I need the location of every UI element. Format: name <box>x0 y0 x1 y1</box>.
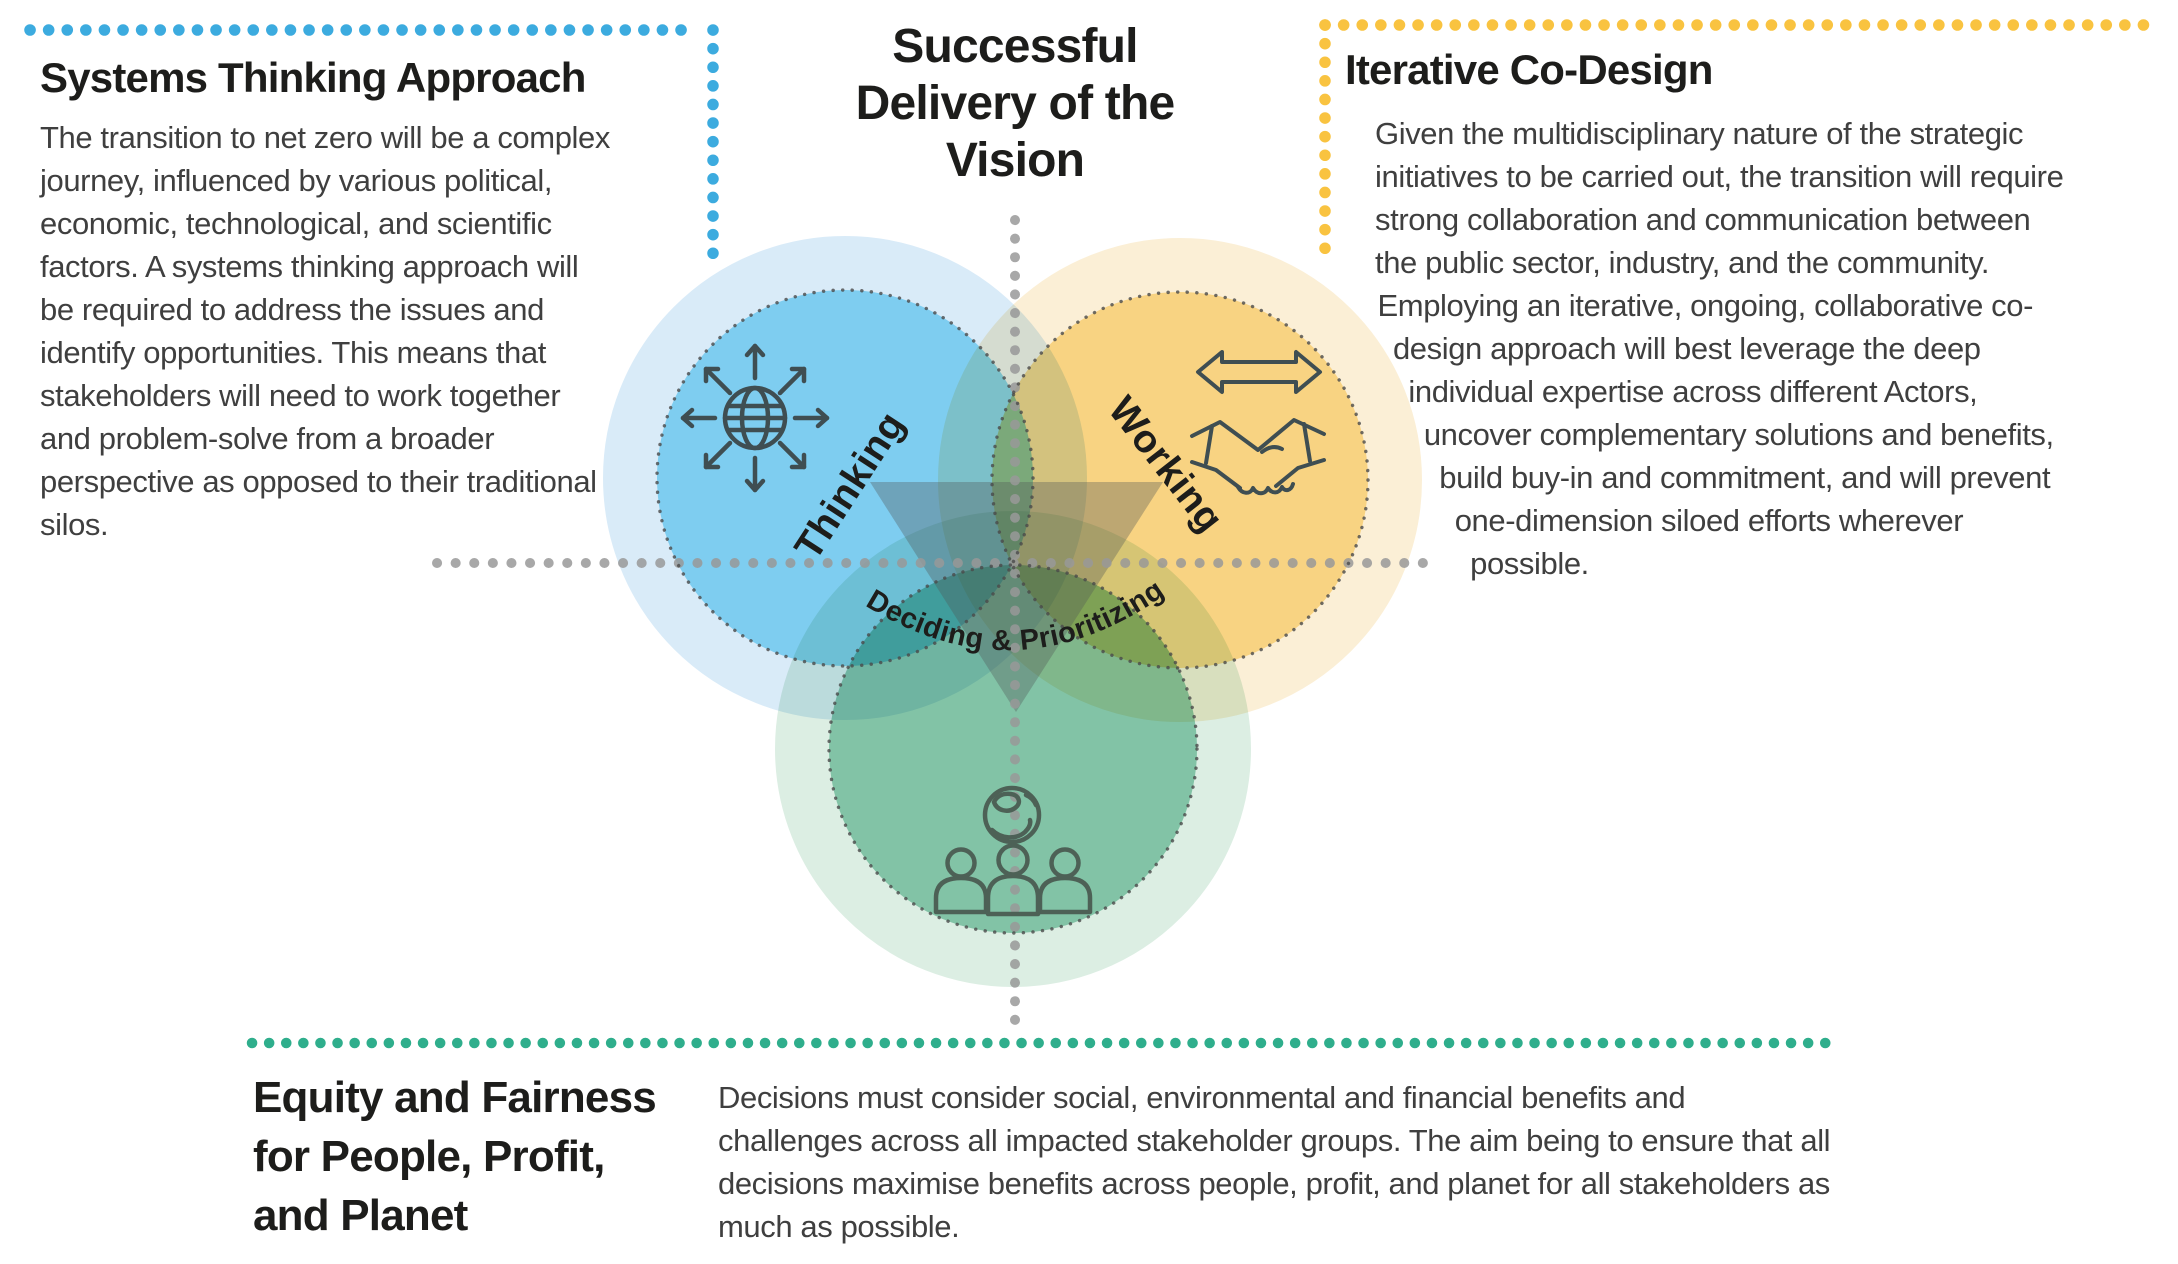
thinking-circle-dotted-border <box>655 288 1035 668</box>
deciding-circle-dotted-border <box>827 563 1199 935</box>
deciding-circle <box>829 565 1197 933</box>
page-title-line1: Successful <box>892 20 1138 73</box>
page-title: Successful Delivery of the Vision <box>765 18 1265 189</box>
page-title-line2: Delivery of the <box>855 77 1176 130</box>
codesign-body: Given the multidisciplinary nature of th… <box>1375 112 2080 632</box>
thinking-circle <box>657 290 1033 666</box>
equity-body: Decisions must consider social, environm… <box>718 1080 1831 1244</box>
globe-arrows-icon <box>680 343 830 493</box>
systems-thinking-body: The transition to net zero will be a com… <box>40 120 610 542</box>
triangle-overlay <box>870 482 1163 712</box>
equity-heading: Equity and Fairness for People, Profit, … <box>253 1068 693 1245</box>
codesign-body-text: Given the multidisciplinary nature of th… <box>1375 116 2064 581</box>
equity-heading-line2: for People, Profit, <box>253 1132 605 1181</box>
page-title-line3: Vision <box>945 134 1085 187</box>
systems-thinking-heading: Systems Thinking Approach <box>40 54 586 101</box>
systems-thinking-border <box>24 24 719 264</box>
equity-heading-line1: Equity and Fairness <box>253 1073 657 1122</box>
handshake-arrows-icon <box>1190 350 1326 496</box>
codesign-heading: Iterative Co-Design <box>1345 46 1713 93</box>
working-circle-dotted-border <box>990 290 1370 670</box>
codesign-border <box>1319 19 2159 258</box>
working-circle <box>992 292 1368 668</box>
globe-people-icon <box>933 785 1093 917</box>
equity-heading-line3: and Planet <box>253 1191 468 1240</box>
